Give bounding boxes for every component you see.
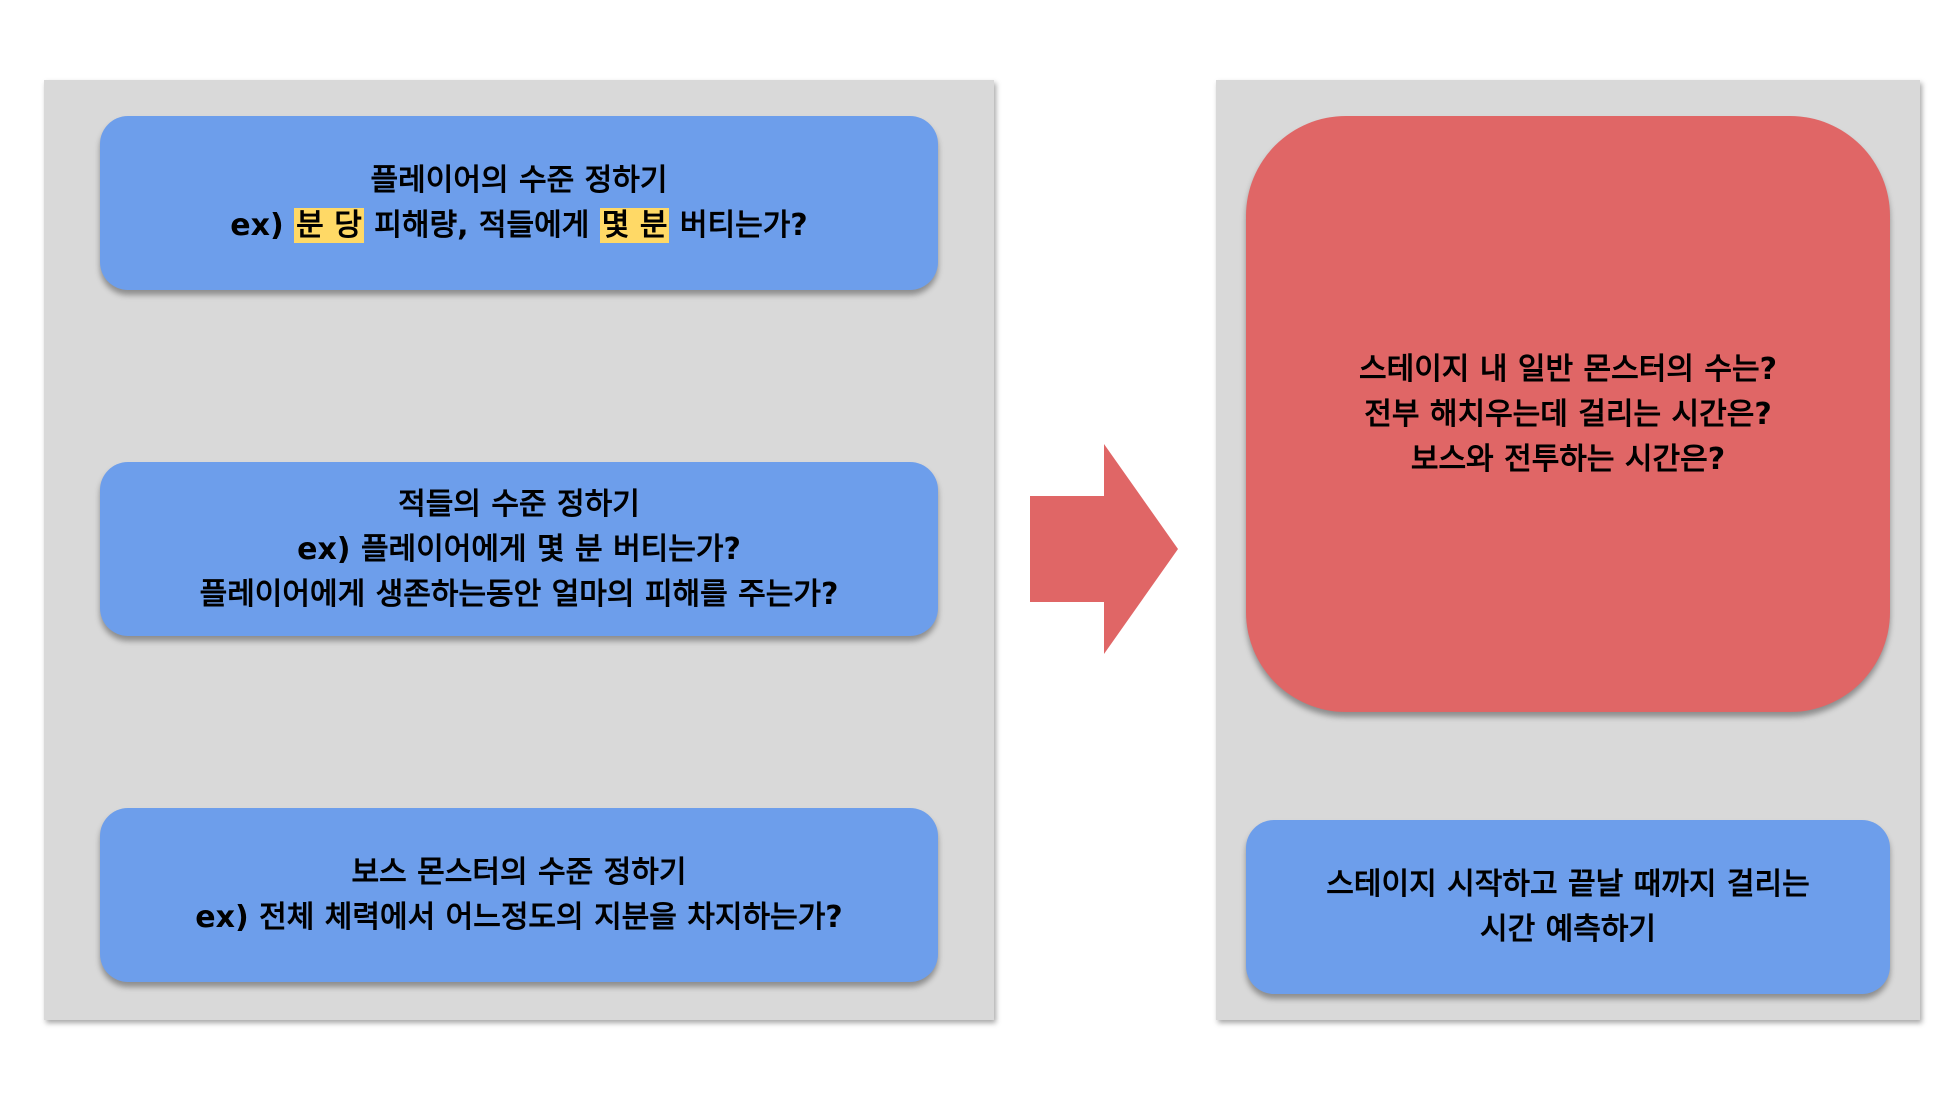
stage-question-monster-count: 스테이지 내 일반 몬스터의 수는? xyxy=(1359,351,1777,387)
boss-level-box: 보스 몬스터의 수준 정하기 ex) 전체 체력에서 어느정도의 지분을 차지하… xyxy=(100,808,938,982)
stage-question-boss-time: 보스와 전투하는 시간은? xyxy=(1410,441,1726,477)
player-level-title: 플레이어의 수준 정하기 xyxy=(370,163,668,198)
enemy-level-example: ex) 플레이어에게 몇 분 버티는가? xyxy=(297,531,741,567)
player-level-example: ex) 분 당 피해량, 적들에게 몇 분 버티는가? xyxy=(230,203,808,248)
stage-time-line-1: 스테이지 시작하고 끝날 때까지 걸리는 xyxy=(1326,867,1810,902)
arrow-shape xyxy=(1030,444,1178,654)
player-level-box: 플레이어의 수준 정하기 ex) 분 당 피해량, 적들에게 몇 분 버티는가? xyxy=(100,116,938,290)
enemy-level-title: 적들의 수준 정하기 xyxy=(398,486,640,522)
player-example-middle: 피해량, 적들에게 xyxy=(374,208,590,243)
right-arrow-icon xyxy=(1030,444,1178,654)
stage-questions-box: 스테이지 내 일반 몬스터의 수는? 전부 해치우는데 걸리는 시간은? 보스와… xyxy=(1246,116,1890,712)
stage-time-line-2: 시간 예측하기 xyxy=(1479,912,1657,947)
boss-level-title: 보스 몬스터의 수준 정하기 xyxy=(351,855,687,890)
player-example-prefix: ex) xyxy=(230,208,284,243)
stage-time-estimate-box: 스테이지 시작하고 끝날 때까지 걸리는 시간 예측하기 xyxy=(1246,820,1890,994)
stage-question-clear-time: 전부 해치우는데 걸리는 시간은? xyxy=(1364,396,1772,432)
player-example-highlight-2: 몇 분 xyxy=(599,208,670,243)
enemy-level-question: 플레이어에게 생존하는동안 얼마의 피해를 주는가? xyxy=(199,576,839,612)
enemy-level-box: 적들의 수준 정하기 ex) 플레이어에게 몇 분 버티는가? 플레이어에게 생… xyxy=(100,462,938,636)
boss-level-example: ex) 전체 체력에서 어느정도의 지분을 차지하는가? xyxy=(195,900,843,935)
player-example-highlight-1: 분 당 xyxy=(294,208,364,243)
player-example-end: 버티는가? xyxy=(679,208,808,243)
